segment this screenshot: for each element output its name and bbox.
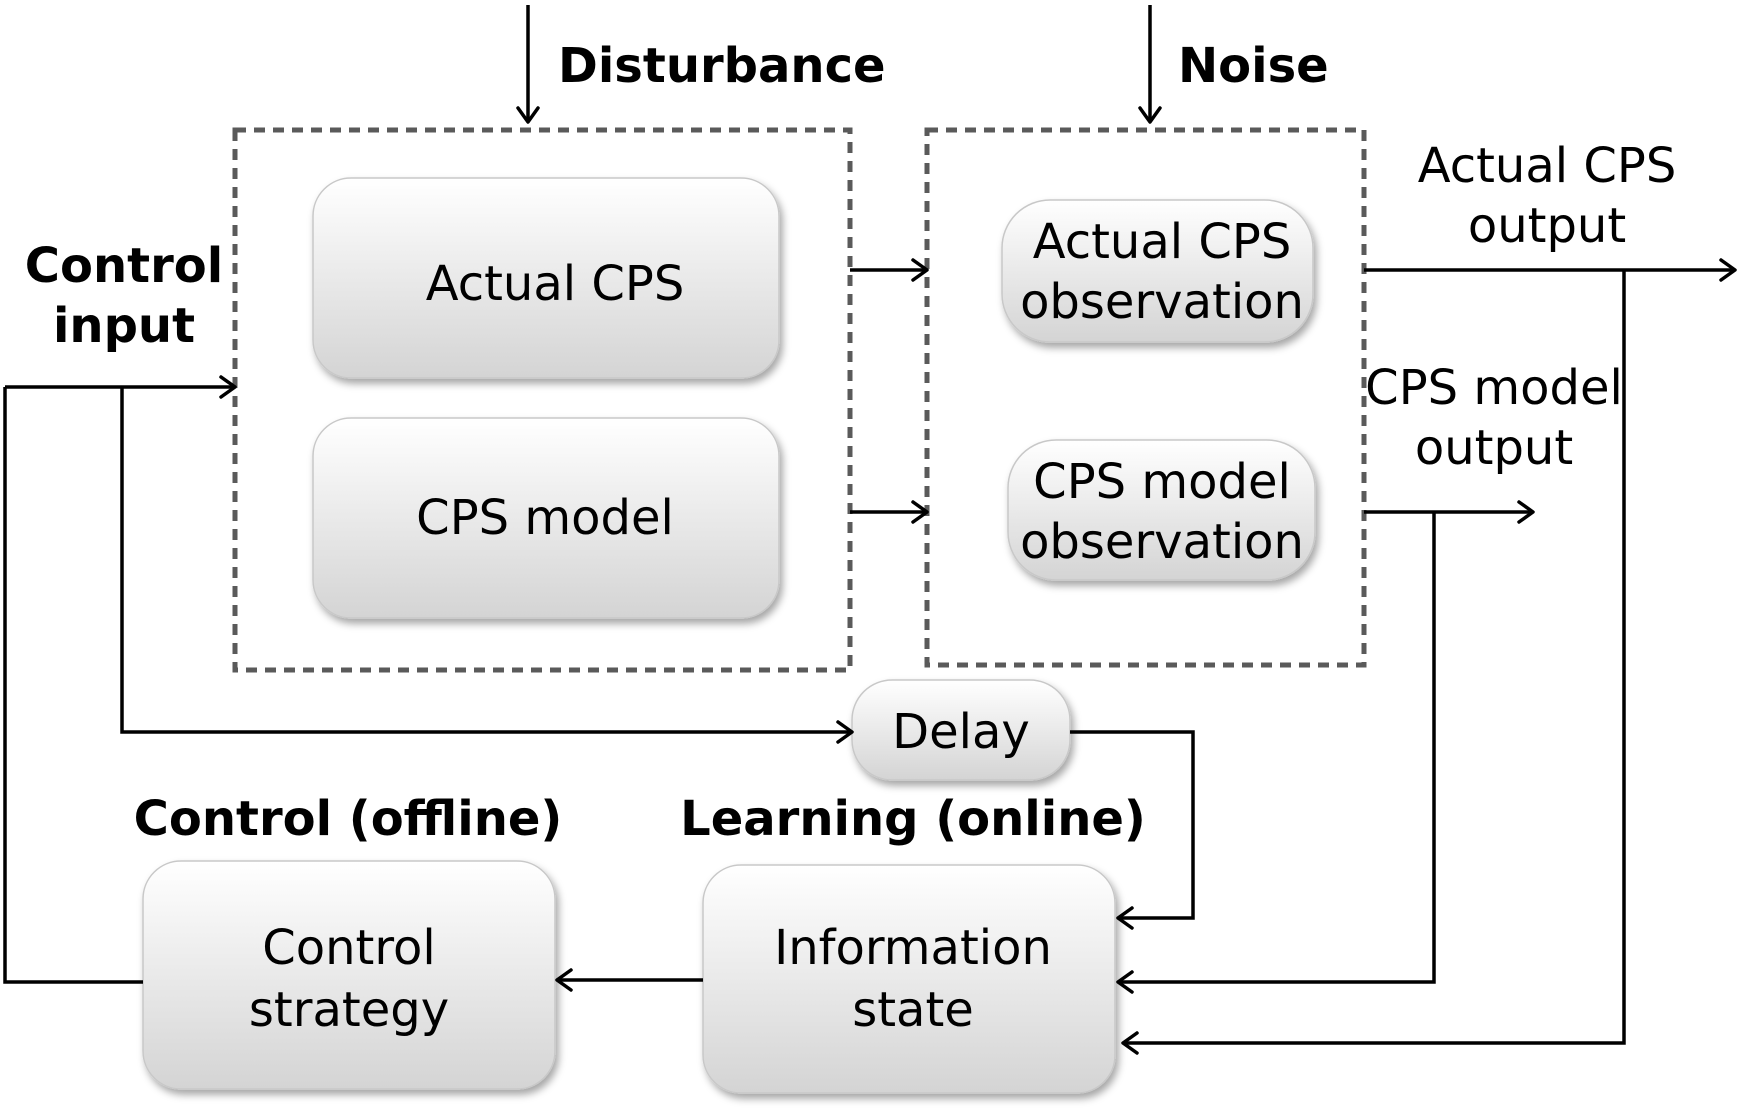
- delay-label: Delay: [892, 704, 1030, 760]
- control-heading: Control (offline): [134, 791, 563, 847]
- model-observation-label-line1: CPS model: [1033, 454, 1291, 510]
- actual-cps-label: Actual CPS: [426, 256, 685, 312]
- information-state-box: [702, 864, 1116, 1094]
- information-state-label-line2: state: [852, 982, 974, 1038]
- information-state-label-line1: Information: [774, 920, 1052, 976]
- noise-label: Noise: [1178, 38, 1329, 94]
- cps-model-box: [312, 417, 780, 619]
- control-loop-back: [3, 387, 143, 984]
- control-strategy-box: [142, 860, 556, 1090]
- actual-observation-label-line1: Actual CPS: [1033, 214, 1292, 270]
- model-output-feedback: [1118, 512, 1436, 984]
- actual-observation-label-line2: observation: [1020, 274, 1304, 330]
- model-observation-box: [1007, 439, 1316, 581]
- cps-model-label: CPS model: [416, 490, 674, 546]
- connectors: [3, 5, 1737, 1055]
- disturbance-label: Disturbance: [558, 38, 886, 94]
- actual-observation-box: [1001, 199, 1314, 343]
- control-input-label-line2: input: [53, 298, 195, 354]
- system-group-frame: [232, 127, 853, 673]
- control-strategy-label-line2: strategy: [249, 982, 449, 1038]
- actual-output-label-line2: output: [1468, 198, 1626, 254]
- model-output-label-line1: CPS model: [1365, 360, 1623, 416]
- model-observation-label-line2: observation: [1020, 514, 1304, 570]
- input-to-delay: [120, 387, 852, 734]
- actual-cps-box: [312, 177, 780, 379]
- control-strategy-label-line1: Control: [262, 920, 436, 976]
- learning-heading: Learning (online): [680, 791, 1146, 847]
- observation-group-frame: [924, 127, 1367, 668]
- model-output-label-line2: output: [1415, 420, 1573, 476]
- actual-output-feedback: [1123, 270, 1626, 1045]
- control-input-label-line1: Control: [25, 238, 223, 294]
- actual-output-label-line1: Actual CPS: [1418, 138, 1677, 194]
- delay-to-information: [1070, 730, 1195, 920]
